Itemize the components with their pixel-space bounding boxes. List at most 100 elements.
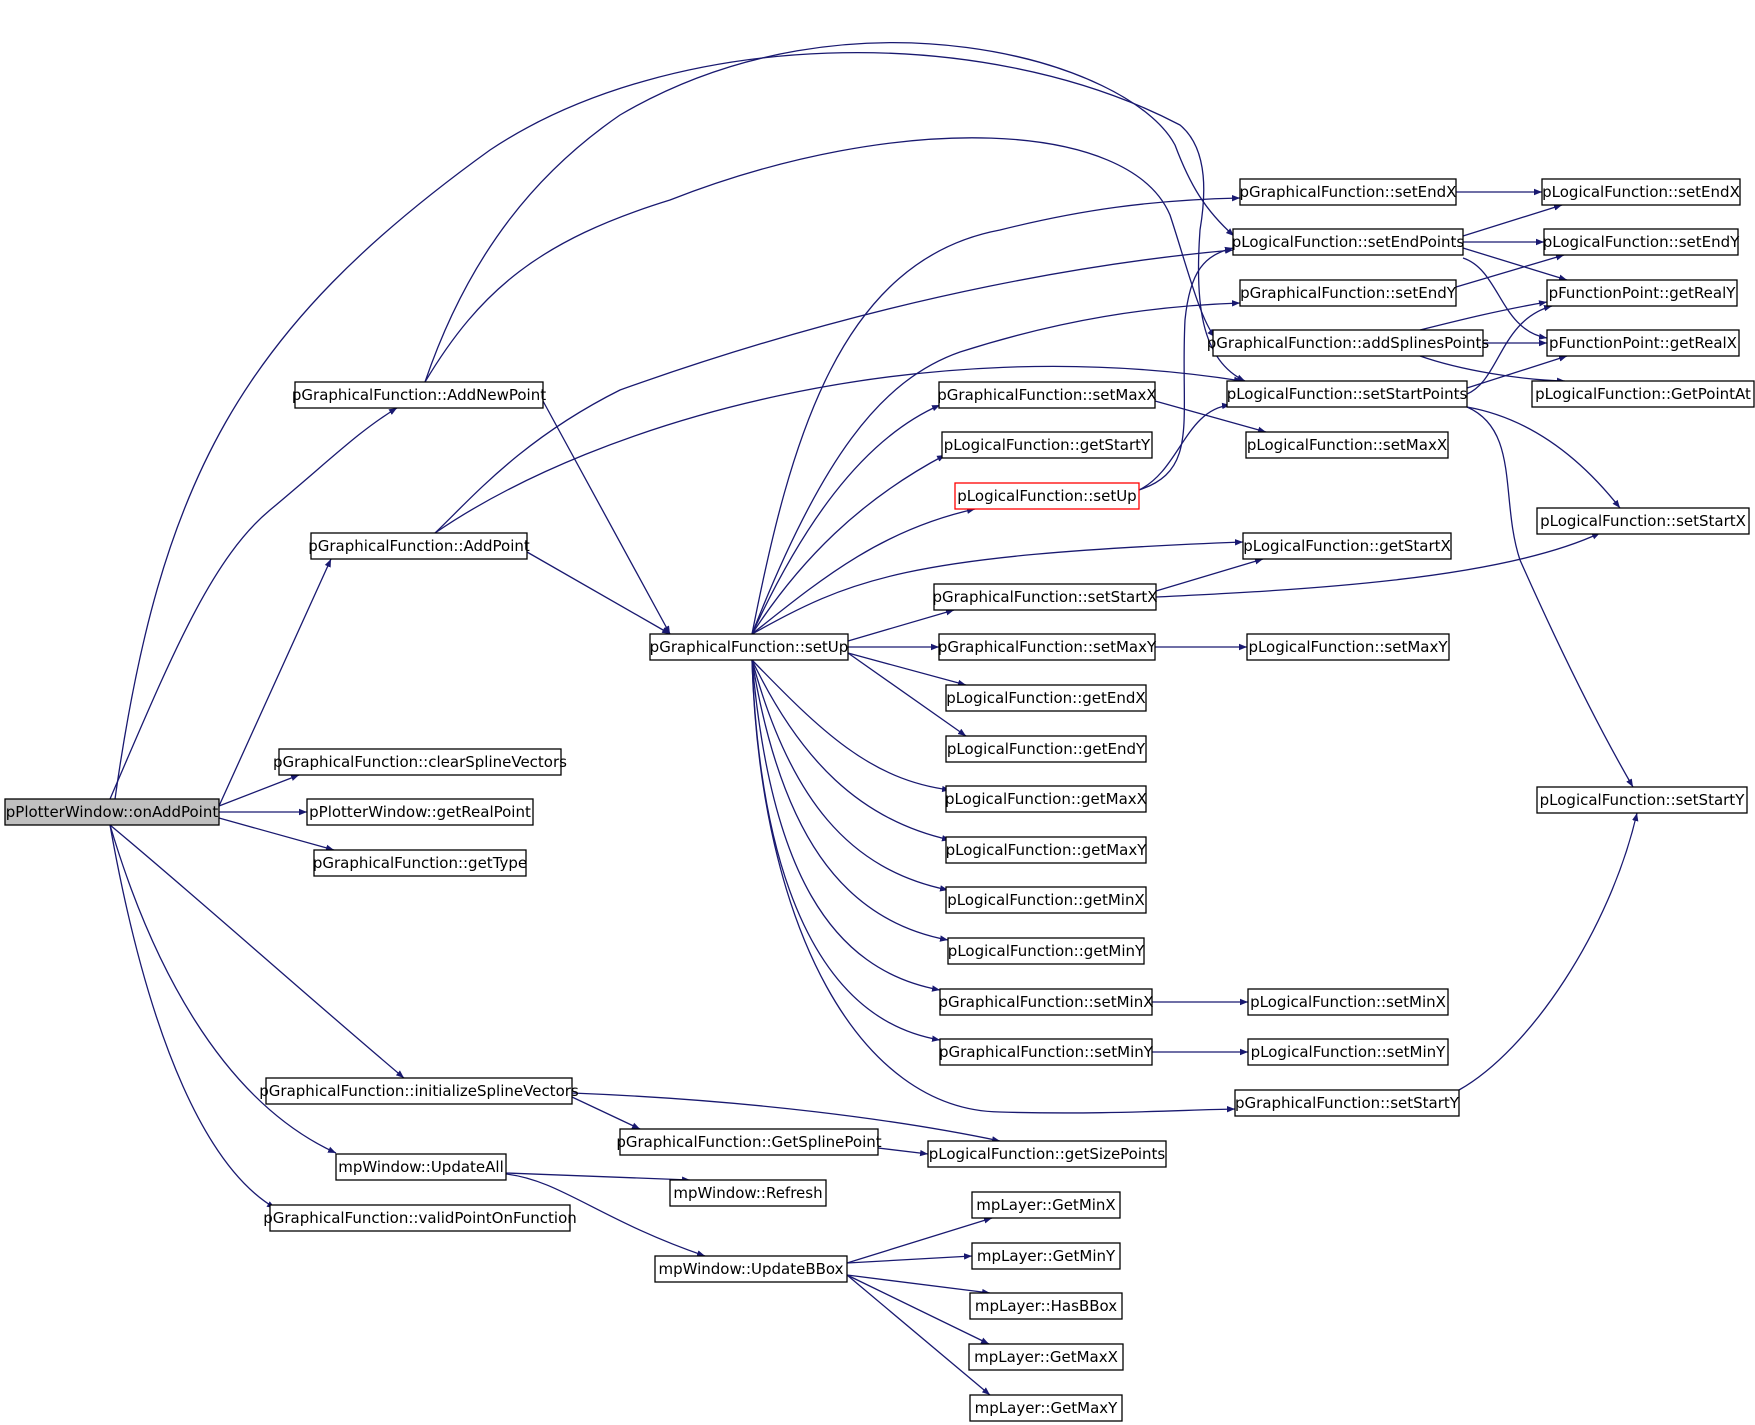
node-UpdateAll[interactable]: mpWindow::UpdateAll [335,1153,507,1181]
node-lGetEndY[interactable]: pLogicalFunction::getEndY [945,735,1147,763]
node-box[interactable] [1531,380,1755,408]
node-box[interactable] [971,1242,1121,1270]
node-box[interactable] [265,1077,573,1105]
node-clearSplineVectors[interactable]: pGraphicalFunction::clearSplineVectors [273,748,567,776]
node-box[interactable] [947,937,1145,965]
node-Refresh[interactable]: mpWindow::Refresh [669,1179,827,1207]
node-box[interactable] [1232,228,1464,256]
node-lGetMinY[interactable]: pLogicalFunction::getMinY [947,937,1145,965]
node-box[interactable] [335,1153,507,1181]
node-box[interactable] [1242,532,1452,560]
node-lSetUp[interactable]: pLogicalFunction::setUp [954,482,1140,510]
node-lGetPointAt[interactable]: pLogicalFunction::GetPointAt [1531,380,1755,408]
node-box[interactable] [313,849,527,877]
node-lGetStartX[interactable]: pLogicalFunction::getStartX [1242,532,1452,560]
node-box[interactable] [1536,786,1748,814]
node-lSetMinY[interactable]: pLogicalFunction::setMinY [1247,1038,1449,1066]
node-lGetSizePoints[interactable]: pLogicalFunction::getSizePoints [927,1140,1167,1168]
node-box[interactable] [927,1140,1167,1168]
node-GetMinY[interactable]: mpLayer::GetMinY [971,1242,1121,1270]
node-UpdateBBox[interactable]: mpWindow::UpdateBBox [654,1255,848,1283]
node-box[interactable] [1239,279,1457,307]
node-lSetMaxX[interactable]: pLogicalFunction::setMaxX [1245,431,1449,459]
node-box[interactable] [1543,228,1739,256]
node-lSetMaxY[interactable]: pLogicalFunction::setMaxY [1246,633,1450,661]
node-lSetStartX[interactable]: pLogicalFunction::setStartX [1536,507,1750,535]
node-gSetUp[interactable]: pGraphicalFunction::setUp [649,633,849,661]
node-box[interactable] [971,1191,1121,1219]
node-box[interactable] [945,785,1147,813]
node-box[interactable] [1546,279,1738,307]
node-gSetEndX[interactable]: pGraphicalFunction::setEndX [1239,178,1457,206]
node-lGetMaxX[interactable]: pLogicalFunction::getMaxX [945,785,1147,813]
node-box[interactable] [1247,1038,1449,1066]
node-box[interactable] [649,633,849,661]
node-HasBBox[interactable]: mpLayer::HasBBox [969,1292,1123,1320]
node-box[interactable] [269,1204,571,1232]
node-box[interactable] [941,431,1153,459]
node-box[interactable] [1536,507,1750,535]
node-box[interactable] [945,886,1147,914]
node-box[interactable] [4,798,220,826]
node-gSetStartY[interactable]: pGraphicalFunction::setStartY [1234,1089,1460,1117]
node-lSetMinX[interactable]: pLogicalFunction::setMinX [1247,988,1449,1016]
node-box[interactable] [945,735,1147,763]
node-box[interactable] [968,1343,1124,1371]
node-gSetMaxY[interactable]: pGraphicalFunction::setMaxY [938,633,1157,661]
node-lGetStartY[interactable]: pLogicalFunction::getStartY [941,431,1153,459]
node-box[interactable] [310,532,528,560]
node-box[interactable] [1246,633,1450,661]
node-AddPoint[interactable]: pGraphicalFunction::AddPoint [308,532,530,560]
node-gSetMinY[interactable]: pGraphicalFunction::setMinY [939,1038,1154,1066]
node-lSetEndX[interactable]: pLogicalFunction::setEndX [1541,178,1741,206]
node-getRealPoint[interactable]: pPlotterWindow::getRealPoint [306,798,534,826]
node-box[interactable] [939,1038,1153,1066]
node-lSetStartPoints[interactable]: pLogicalFunction::setStartPoints [1226,380,1468,408]
node-initializeSplineVectors[interactable]: pGraphicalFunction::initializeSplineVect… [259,1077,579,1105]
node-box[interactable] [969,1292,1123,1320]
node-box[interactable] [1541,178,1741,206]
node-onAddPoint[interactable]: pPlotterWindow::onAddPoint [4,798,220,826]
node-lSetStartY[interactable]: pLogicalFunction::setStartY [1536,786,1748,814]
node-lGetMaxY[interactable]: pLogicalFunction::getMaxY [945,836,1148,864]
node-box[interactable] [945,684,1147,712]
node-box[interactable] [654,1255,848,1283]
node-gSetEndY[interactable]: pGraphicalFunction::setEndY [1239,279,1457,307]
node-getType[interactable]: pGraphicalFunction::getType [313,849,527,877]
node-box[interactable] [933,583,1157,611]
node-box[interactable] [938,633,1156,661]
node-box[interactable] [306,798,534,826]
node-lSetEndY[interactable]: pLogicalFunction::setEndY [1543,228,1740,256]
node-lGetEndX[interactable]: pLogicalFunction::getEndX [945,684,1147,712]
node-box[interactable] [619,1128,879,1156]
node-fpGetRealY[interactable]: pFunctionPoint::getRealY [1546,279,1738,307]
node-gSetStartX[interactable]: pGraphicalFunction::setStartX [932,583,1158,611]
node-box[interactable] [1245,431,1449,459]
node-box[interactable] [938,381,1156,409]
node-box[interactable] [1234,1089,1460,1117]
node-box[interactable] [1239,178,1457,206]
node-gAddSplinesPoints[interactable]: pGraphicalFunction::addSplinesPoints [1207,329,1490,357]
node-box[interactable] [954,482,1140,510]
node-box[interactable] [969,1394,1123,1422]
node-gSetMaxX[interactable]: pGraphicalFunction::setMaxX [937,381,1157,409]
node-box[interactable] [1226,380,1468,408]
node-GetMinX[interactable]: mpLayer::GetMinX [971,1191,1121,1219]
node-GetSplinePoint[interactable]: pGraphicalFunction::GetSplinePoint [616,1128,882,1156]
node-GetMaxY[interactable]: mpLayer::GetMaxY [969,1394,1123,1422]
node-box[interactable] [939,988,1153,1016]
node-GetMaxX[interactable]: mpLayer::GetMaxX [968,1343,1124,1371]
node-box[interactable] [294,381,544,409]
node-AddNewPoint[interactable]: pGraphicalFunction::AddNewPoint [292,381,546,409]
node-box[interactable] [1546,329,1740,357]
node-lGetMinX[interactable]: pLogicalFunction::getMinX [945,886,1147,914]
node-box[interactable] [1212,329,1484,357]
node-gSetMinX[interactable]: pGraphicalFunction::setMinX [938,988,1154,1016]
node-box[interactable] [278,748,562,776]
node-box[interactable] [945,836,1147,864]
node-lSetEndPoints[interactable]: pLogicalFunction::setEndPoints [1232,228,1465,256]
node-box[interactable] [669,1179,827,1207]
node-box[interactable] [1247,988,1449,1016]
node-fpGetRealX[interactable]: pFunctionPoint::getRealX [1546,329,1740,357]
node-validPointOnFunction[interactable]: pGraphicalFunction::validPointOnFunction [263,1204,577,1232]
